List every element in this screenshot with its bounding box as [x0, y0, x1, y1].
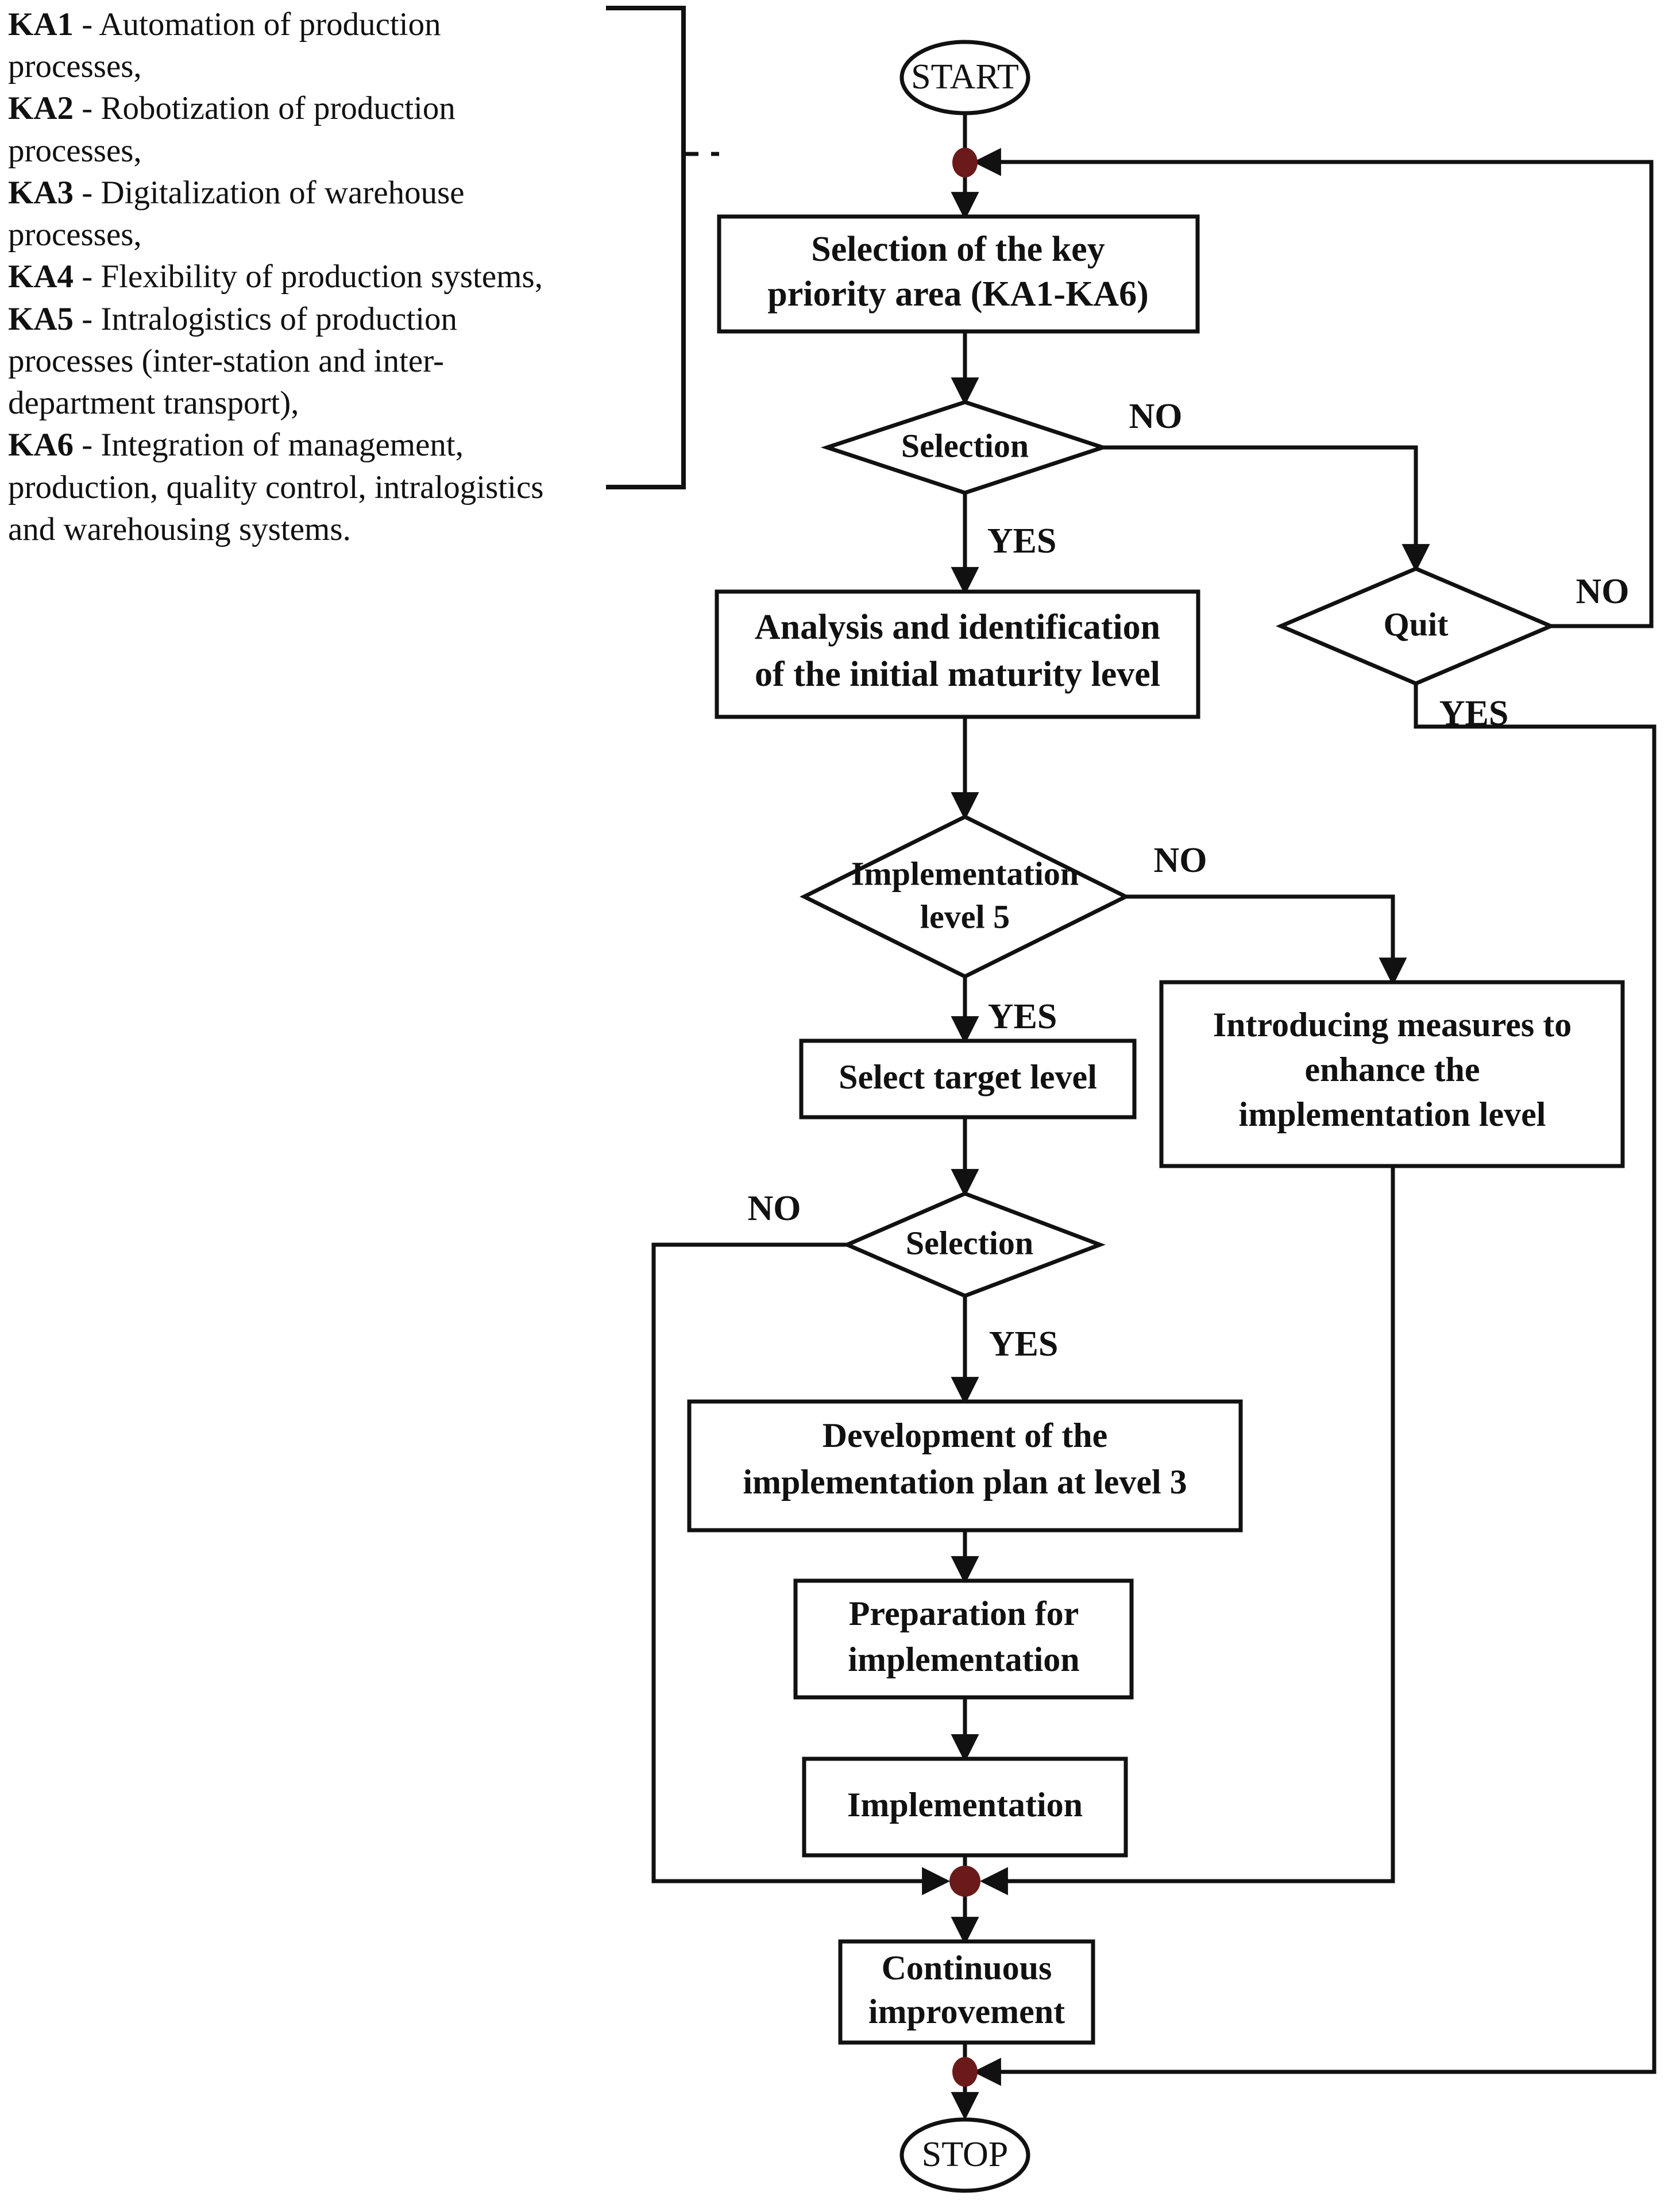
junction-dot-continuous	[949, 1866, 980, 1897]
node-selection-2[interactable]: Selection	[842, 1191, 1106, 1298]
node-implementation-level-5[interactable]: Implementation level 5	[800, 814, 1130, 979]
legend-code: KA5	[8, 300, 74, 337]
legend-item: KA3 - Digitalization of warehouse proces…	[8, 172, 582, 256]
selection-2-label: Selection	[906, 1224, 1033, 1261]
node-continuous-improvement[interactable]: Continuous improvement	[838, 1939, 1095, 2045]
stop-label: STOP	[922, 2135, 1009, 2174]
select-key-area-label-line1: Selection of the key	[811, 230, 1105, 269]
continuous-label-line2: improvement	[868, 1993, 1065, 2030]
select-key-area-label-line2: priority area (KA1-KA6)	[767, 275, 1148, 314]
label-selection1-no: NO	[1129, 397, 1183, 436]
implementation-label: Implementation	[847, 1786, 1083, 1824]
node-preparation[interactable]: Preparation for implementation	[793, 1578, 1134, 1700]
node-select-target-level[interactable]: Select target level	[799, 1039, 1137, 1119]
key-priority-areas-legend: KA1 - Automation of production processes…	[8, 3, 582, 550]
edge-selection2-no-to-continuous-junction	[651, 1242, 951, 1896]
legend-code: KA6	[8, 427, 74, 464]
node-select-key-area[interactable]: Selection of the key priority area (KA1-…	[717, 214, 1200, 334]
junction-dot-top	[952, 148, 978, 177]
legend-text: - Flexibility of production systems,	[74, 258, 543, 295]
legend-code: KA2	[8, 90, 74, 127]
analysis-label-line2: of the initial maturity level	[755, 655, 1160, 694]
legend-item: KA4 - Flexibility of production systems,	[8, 256, 582, 298]
label-level5-yes: YES	[988, 997, 1057, 1036]
node-stop[interactable]: STOP	[899, 2117, 1030, 2193]
flow-edges	[651, 114, 1657, 2121]
introducing-label-line3: implementation level	[1239, 1095, 1546, 1133]
legend-code: KA1	[8, 6, 74, 43]
node-introducing-measures[interactable]: Introducing measures to enhance the impl…	[1159, 980, 1625, 1168]
level5-label-line2: level 5	[920, 898, 1010, 935]
node-implementation[interactable]: Implementation	[802, 1757, 1128, 1858]
label-quit-yes: YES	[1439, 694, 1509, 733]
junction-dot-stop	[952, 2057, 978, 2087]
legend-text: - Automation of production processes,	[8, 6, 449, 85]
label-selection1-yes: YES	[987, 522, 1057, 561]
continuous-label-line1: Continuous	[882, 1949, 1052, 1987]
legend-code: KA3	[8, 174, 74, 211]
legend-item: KA1 - Automation of production processes…	[8, 3, 582, 87]
legend-item: KA5 - Intralogistics of production proce…	[8, 298, 582, 424]
development-label-line2: implementation plan at level 3	[743, 1463, 1187, 1501]
node-analysis[interactable]: Analysis and identification of the initi…	[715, 589, 1200, 719]
legend-text: - Digitalization of warehouse processes,	[8, 174, 473, 253]
node-development[interactable]: Development of the implementation plan a…	[687, 1399, 1243, 1532]
label-selection2-yes: YES	[989, 1325, 1059, 1364]
introducing-label-line2: enhance the	[1305, 1051, 1480, 1088]
edge-selection1-no-to-quit	[1103, 445, 1430, 573]
node-start[interactable]: START	[899, 40, 1030, 115]
legend-bracket	[606, 6, 719, 489]
legend-item: KA2 - Robotization of production process…	[8, 87, 582, 171]
selection-1-label: Selection	[901, 427, 1029, 464]
label-level5-no: NO	[1154, 841, 1207, 880]
edge-quit-yes-to-stop-junction	[972, 684, 1657, 2086]
node-quit[interactable]: Quit	[1276, 566, 1556, 686]
legend-code: KA4	[8, 258, 74, 295]
edge-introducing-to-continuous-junction	[979, 1166, 1395, 1896]
preparation-label-line1: Preparation for	[849, 1595, 1079, 1632]
select-target-label: Select target level	[839, 1058, 1097, 1096]
analysis-label-line1: Analysis and identification	[755, 608, 1160, 647]
edge-level5-no-to-introducing	[1126, 894, 1407, 986]
node-selection-1[interactable]: Selection	[820, 400, 1110, 495]
label-quit-no: NO	[1576, 572, 1630, 611]
introducing-label-line1: Introducing measures to	[1213, 1006, 1572, 1044]
development-label-line1: Development of the	[823, 1416, 1108, 1454]
start-label: START	[911, 57, 1019, 96]
label-selection2-no: NO	[748, 1189, 801, 1228]
preparation-label-line2: implementation	[848, 1640, 1079, 1678]
legend-text: - Robotization of production processes,	[8, 90, 464, 169]
quit-label: Quit	[1384, 605, 1449, 643]
edge-quit-no-to-top-junction	[972, 148, 1654, 628]
legend-item: KA6 - Integration of management, product…	[8, 424, 582, 550]
legend-text: - Intralogistics of production processes…	[8, 300, 466, 422]
level5-label-line1: Implementation	[851, 855, 1079, 892]
legend-text: - Integration of management, production,…	[8, 427, 552, 547]
